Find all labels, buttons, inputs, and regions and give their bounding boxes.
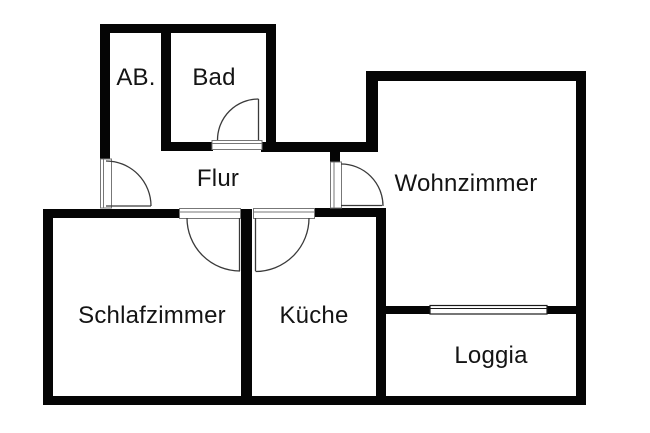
wall-left-upper xyxy=(100,24,110,159)
wohnzimmer-door-swing-arc xyxy=(340,163,384,207)
wall-flur-bottom-right xyxy=(313,208,386,217)
kueche-door-swing-arc xyxy=(255,217,310,273)
room-label-loggia: Loggia xyxy=(454,342,528,369)
loggia-window-frame xyxy=(429,304,548,315)
schlafzimmer-door-frame xyxy=(179,208,241,219)
wall-flur-door-nub xyxy=(330,152,340,164)
entrance-door-frame xyxy=(100,158,112,209)
wall-bad-right xyxy=(266,24,276,151)
wall-kueche-east xyxy=(376,208,386,405)
wall-loggia-top-right xyxy=(547,306,576,314)
loggia-window xyxy=(429,304,548,315)
kueche-door xyxy=(253,208,315,273)
wohnzimmer-door xyxy=(330,161,384,209)
room-labels: AB. Bad Flur Wohnzimmer Schlafzimmer Küc… xyxy=(78,64,537,369)
wall-schlaf-kueche-divider xyxy=(241,209,252,399)
wall-loggia-top-left xyxy=(386,306,430,314)
schlafzimmer-door-swing-arc xyxy=(186,217,241,272)
room-label-flur: Flur xyxy=(197,165,239,192)
wall-left-lower xyxy=(43,209,53,405)
wohnzimmer-door-frame xyxy=(330,161,342,209)
kueche-door-frame xyxy=(253,208,315,219)
wall-wohnzimmer-top xyxy=(366,71,586,81)
entrance-door-swing-arc xyxy=(105,160,152,207)
walls xyxy=(43,24,586,405)
wall-notch-bottom xyxy=(261,142,368,152)
schlafzimmer-door xyxy=(179,208,241,272)
wall-bottom-outer xyxy=(43,396,586,405)
entrance-door xyxy=(100,158,152,209)
room-label-ab: AB. xyxy=(116,64,155,91)
wall-ab-bad-divider xyxy=(161,33,171,151)
room-label-kueche: Küche xyxy=(279,302,348,329)
doors xyxy=(100,98,384,273)
wall-bad-bottom xyxy=(161,142,213,151)
wall-right-outer xyxy=(576,71,586,405)
wall-top-outer xyxy=(100,24,276,33)
room-label-wohnzimmer: Wohnzimmer xyxy=(395,170,538,197)
room-label-schlafzimmer: Schlafzimmer xyxy=(78,302,226,329)
wall-flur-bottom-left xyxy=(43,209,180,218)
wall-wohnzimmer-left xyxy=(366,73,378,152)
bad-door-swing-arc xyxy=(216,98,259,141)
bad-door xyxy=(211,98,263,150)
bad-door-frame xyxy=(211,140,263,150)
room-label-bad: Bad xyxy=(192,64,235,91)
